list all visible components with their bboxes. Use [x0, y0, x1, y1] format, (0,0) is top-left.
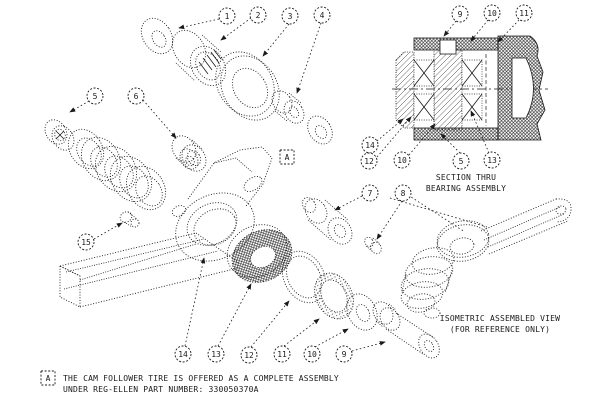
svg-text:11: 11	[519, 9, 529, 18]
isometric-view	[389, 194, 572, 319]
needle-rollers-hatch	[198, 49, 222, 75]
svg-text:10: 10	[307, 350, 317, 359]
part-set-screw-15	[119, 211, 140, 228]
part-o-ring-11	[314, 272, 354, 320]
bearing-rollers-section	[413, 59, 483, 121]
callout-bubble-section-14: 14	[361, 136, 379, 154]
svg-text:14: 14	[365, 141, 375, 150]
svg-text:10: 10	[487, 9, 497, 18]
svg-text:2: 2	[256, 11, 261, 20]
svg-text:9: 9	[458, 10, 463, 19]
callout-bubble-section-10: 10	[483, 4, 501, 22]
callout-bubble-section-9: 9	[451, 5, 469, 23]
svg-text:12: 12	[364, 157, 374, 166]
callout-bubble-5: 5	[86, 87, 104, 105]
callout-bubble-section-12: 12	[360, 152, 378, 170]
callout-bubble-7: 7	[361, 184, 379, 202]
part-cam-tire-3	[215, 51, 280, 121]
callout-bubble-1: 1	[218, 7, 236, 25]
section-view-title-line1: SECTION THRU	[436, 173, 496, 182]
svg-text:1: 1	[225, 12, 230, 21]
callout-bubble-2: 2	[249, 6, 267, 24]
part-screw-8	[364, 236, 382, 255]
callout-bubble-14: 14	[174, 345, 192, 363]
note-flag-a: A	[40, 370, 56, 386]
svg-text:11: 11	[277, 350, 287, 359]
callout-bubble-15: 15	[77, 233, 95, 251]
note-line-1: THE CAM FOLLOWER TIRE IS OFFERED AS A CO…	[63, 374, 339, 383]
part-arm-washer	[179, 148, 199, 170]
callout-bubble-6: 6	[127, 87, 145, 105]
callout-bubble-3: 3	[281, 7, 299, 25]
svg-text:A: A	[46, 374, 51, 383]
svg-text:A: A	[285, 153, 290, 162]
part-washer-outer	[307, 115, 333, 145]
callout-bubble-10: 10	[303, 345, 321, 363]
callout-bubble-11: 11	[273, 345, 291, 363]
callout-bubble-12: 12	[240, 346, 258, 364]
part-cam-follower-arm	[59, 146, 273, 308]
svg-text:8: 8	[401, 189, 406, 198]
svg-text:12: 12	[244, 351, 254, 360]
callout-bubble-9: 9	[335, 345, 353, 363]
part-needle-bearing-2	[171, 29, 227, 87]
callout-bubble-8: 8	[394, 184, 412, 202]
callout-bubble-section-10b: 10	[393, 151, 411, 169]
part-bearing-assembly-13	[226, 224, 293, 283]
svg-text:4: 4	[320, 11, 325, 20]
part-roller-stud-7	[301, 197, 353, 245]
svg-text:5: 5	[93, 92, 98, 101]
part-thrust-washer-1	[140, 17, 174, 55]
section-view	[392, 35, 548, 141]
callout-bubble-section-5: 5	[452, 152, 470, 170]
svg-text:3: 3	[288, 12, 293, 21]
svg-text:10: 10	[397, 156, 407, 165]
part-nut-6	[171, 135, 207, 172]
part-seal-ring-12	[281, 250, 327, 304]
callout-bubble-13: 13	[207, 345, 225, 363]
isometric-view-title-line2: (FOR REFERENCE ONLY)	[450, 325, 550, 334]
note-line-2: UNDER REG-ELLEN PART NUMBER: 330050370A	[63, 385, 259, 394]
part-end-plug-5	[44, 119, 75, 151]
part-pivot-pin-9	[372, 301, 440, 359]
svg-text:7: 7	[368, 189, 373, 198]
svg-text:13: 13	[211, 350, 221, 359]
svg-text:9: 9	[342, 350, 347, 359]
callout-bubble-4: 4	[313, 6, 331, 24]
isometric-view-title-line1: ISOMETRIC ASSEMBLED VIEW	[440, 314, 560, 323]
svg-text:15: 15	[81, 238, 91, 247]
callout-bubble-section-13: 13	[483, 151, 501, 169]
leader-lines	[69, 17, 520, 352]
svg-text:5: 5	[459, 157, 464, 166]
section-view-title-line2: BEARING ASSEMBLY	[426, 184, 506, 193]
svg-text:6: 6	[134, 92, 139, 101]
detail-flag-a: A	[279, 149, 295, 165]
svg-text:14: 14	[178, 350, 188, 359]
callout-bubble-section-11: 11	[515, 4, 533, 22]
svg-text:13: 13	[487, 156, 497, 165]
part-spring-washer-stack	[67, 128, 167, 211]
